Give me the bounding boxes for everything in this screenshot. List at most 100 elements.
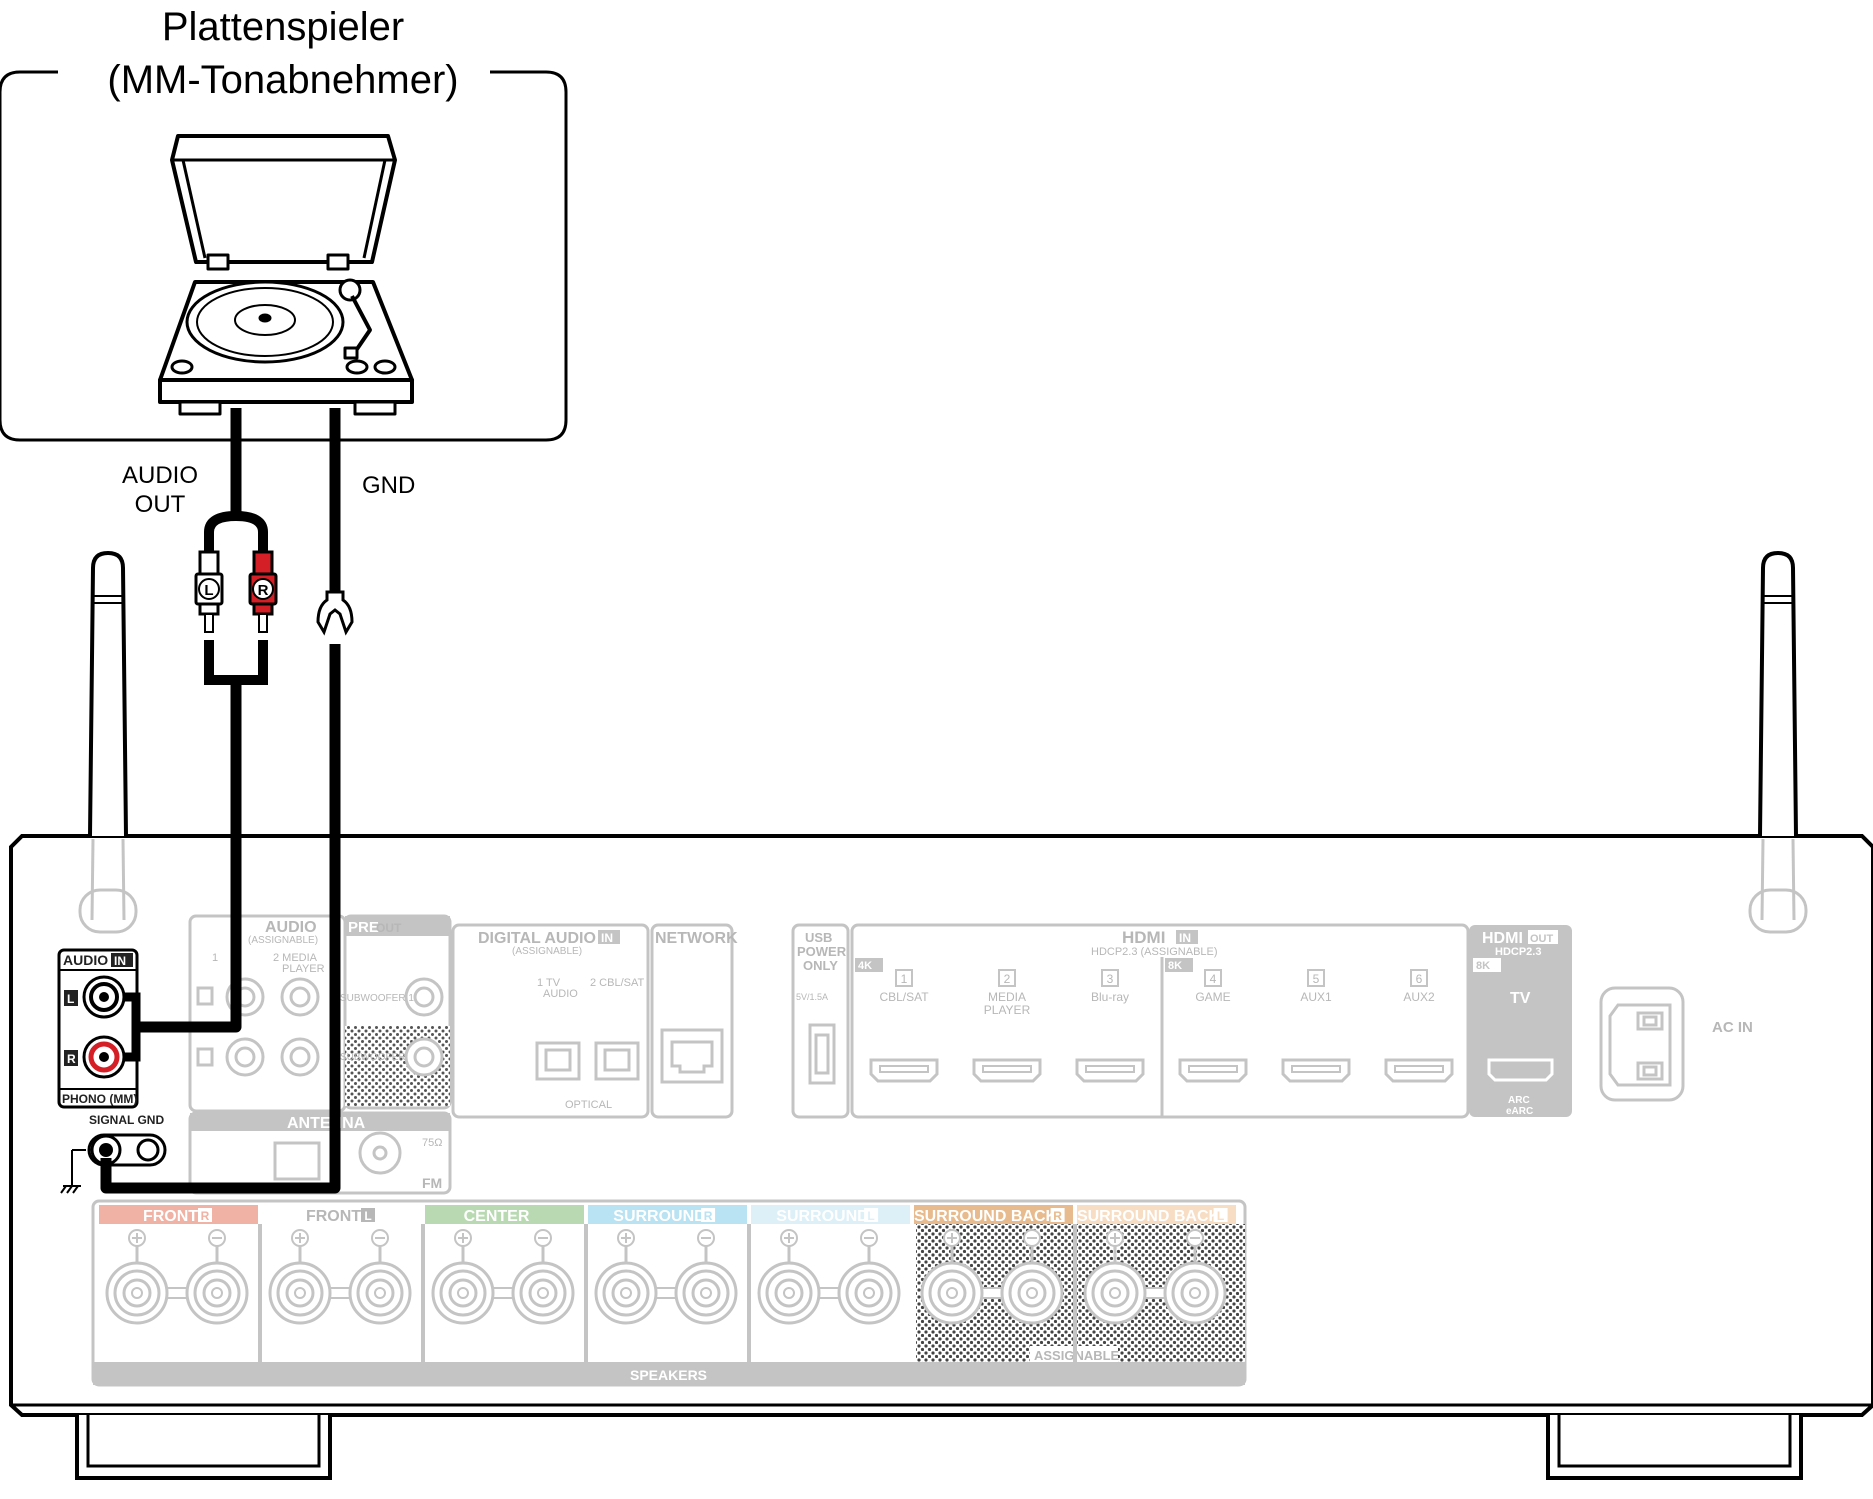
digital-audio-assignable: (ASSIGNABLE) (512, 946, 582, 957)
speaker-terminal[interactable] (1000, 1261, 1064, 1325)
hdmi-out-8k-tag: 8K (1476, 960, 1490, 972)
hdmi-port-number: 1 (901, 972, 908, 986)
ac-in-section: AC IN (1599, 986, 1753, 1102)
speaker-group-label: SURROUND BACK (1077, 1208, 1221, 1225)
digital-audio-title: DIGITAL AUDIO (478, 930, 596, 947)
speaker-terminal[interactable] (431, 1261, 495, 1325)
speaker-terminal[interactable] (594, 1261, 658, 1325)
audio-in-2-label: 2 MEDIA (273, 952, 318, 964)
speaker-group-tag: L (1217, 1209, 1224, 1223)
speaker-group-label: SURROUND (613, 1208, 705, 1225)
speaker-terminal[interactable] (837, 1261, 901, 1325)
speaker-terminal[interactable] (1083, 1261, 1147, 1325)
turntable-box: Plattenspieler (MM-Tonabnehmer) (0, 5, 568, 442)
audio-out-label-line1: AUDIO (122, 462, 198, 489)
pre-label: PRE (348, 919, 379, 936)
network-label: NETWORK (655, 930, 738, 947)
phono-mm-label: PHONO (MM) (62, 1092, 137, 1106)
speaker-group-tag: R (201, 1209, 210, 1223)
earc-label: eARC (1506, 1106, 1533, 1117)
digital-audio-in-tag: IN (601, 931, 613, 945)
plug-l-label: L (204, 582, 213, 599)
optical-1-label: 1 TV (537, 977, 561, 989)
hdmi-connector (1281, 1058, 1351, 1083)
rca-plug-l: L (194, 550, 224, 633)
usb-rating: 5V/1.5A (796, 992, 828, 1002)
antenna-right (1748, 550, 1808, 934)
usb-label-3: ONLY (803, 958, 838, 973)
speaker-terminal[interactable] (268, 1261, 332, 1325)
antenna-ohm: 75Ω (422, 1137, 442, 1149)
speaker-terminal[interactable] (185, 1261, 249, 1325)
fm-label: FM (422, 1175, 442, 1191)
antenna-label: ANTENNA (287, 1115, 366, 1132)
phono-audio-label: AUDIO (63, 952, 108, 968)
hdmi-in-title: HDMI (1122, 928, 1165, 947)
speaker-group-tag: L (867, 1209, 874, 1223)
hdmi-out-title: HDMI (1482, 930, 1523, 947)
audio-in-assignable: (ASSIGNABLE) (248, 935, 318, 946)
speaker-terminal[interactable] (674, 1261, 738, 1325)
speaker-group-label: CENTER (464, 1208, 530, 1225)
speaker-terminal[interactable] (1163, 1261, 1227, 1325)
gnd-label: GND (362, 472, 415, 499)
speaker-group-label: FRONT (306, 1208, 361, 1225)
hdcp-label: HDCP2.3 (ASSIGNABLE) (1091, 946, 1218, 958)
speaker-terminal[interactable] (757, 1261, 821, 1325)
ac-in-label: AC IN (1712, 1019, 1753, 1036)
plug-r-label: R (258, 582, 269, 599)
phono-in-tag: IN (114, 954, 126, 968)
pre-out-tag: OUT (376, 921, 402, 935)
hdmi-in-tag: IN (1179, 931, 1191, 945)
hdmi-in-section: HDMI IN HDCP2.3 (ASSIGNABLE) 4K 8K 1CBL/… (850, 923, 1470, 1119)
optical-2-label: 2 CBL/SAT (590, 977, 644, 989)
speaker-terminal[interactable] (920, 1261, 984, 1325)
usb-label-1: USB (805, 930, 832, 945)
hdmi-connector (1075, 1058, 1145, 1083)
hdmi-connector (972, 1058, 1042, 1083)
speaker-terminal[interactable] (511, 1261, 575, 1325)
hdcp-out-label: HDCP2.3 (1495, 946, 1541, 958)
hdmi-connector (1178, 1058, 1248, 1083)
rca-plug-r: R (248, 550, 278, 633)
speaker-group-tag: R (704, 1209, 713, 1223)
subwoofer2-label: SUBWOOFER 2 (340, 1052, 414, 1063)
phono-l-tag: L (67, 992, 74, 1006)
hdmi-port-label: Blu-ray (1091, 990, 1129, 1004)
audio-cable: L R (124, 408, 278, 1062)
hdmi-port-label: AUX1 (1300, 990, 1332, 1004)
speaker-terminal[interactable] (348, 1261, 412, 1325)
hdmi-8k-tag: 8K (1168, 960, 1182, 972)
speaker-group-label: SURROUND (776, 1208, 868, 1225)
hdmi-port-number: 5 (1313, 972, 1320, 986)
speakers-section: SPEAKERS ASSIGNABLE FRONTRFRONTLCENTERSU… (91, 1199, 1247, 1387)
phono-r-tag: R (67, 1052, 76, 1066)
arc-label: ARC (1508, 1095, 1530, 1106)
audio-in-title: AUDIO (265, 919, 317, 936)
hdmi-connector (1384, 1058, 1454, 1083)
hdmi-port-label: GAME (1195, 990, 1230, 1004)
hdmi-4k-tag: 4K (858, 960, 872, 972)
audio-in-1-label: 1 (212, 952, 218, 964)
antenna-left (78, 550, 138, 934)
hdmi-port-label-line2: PLAYER (984, 1003, 1031, 1017)
speaker-terminal[interactable] (105, 1261, 169, 1325)
audio-out-label-line2: OUT (135, 491, 186, 518)
subwoofer1-label: SUBWOOFER 1 (340, 993, 414, 1004)
optical-label: OPTICAL (565, 1099, 612, 1111)
speaker-group-tag: R (1053, 1209, 1062, 1223)
